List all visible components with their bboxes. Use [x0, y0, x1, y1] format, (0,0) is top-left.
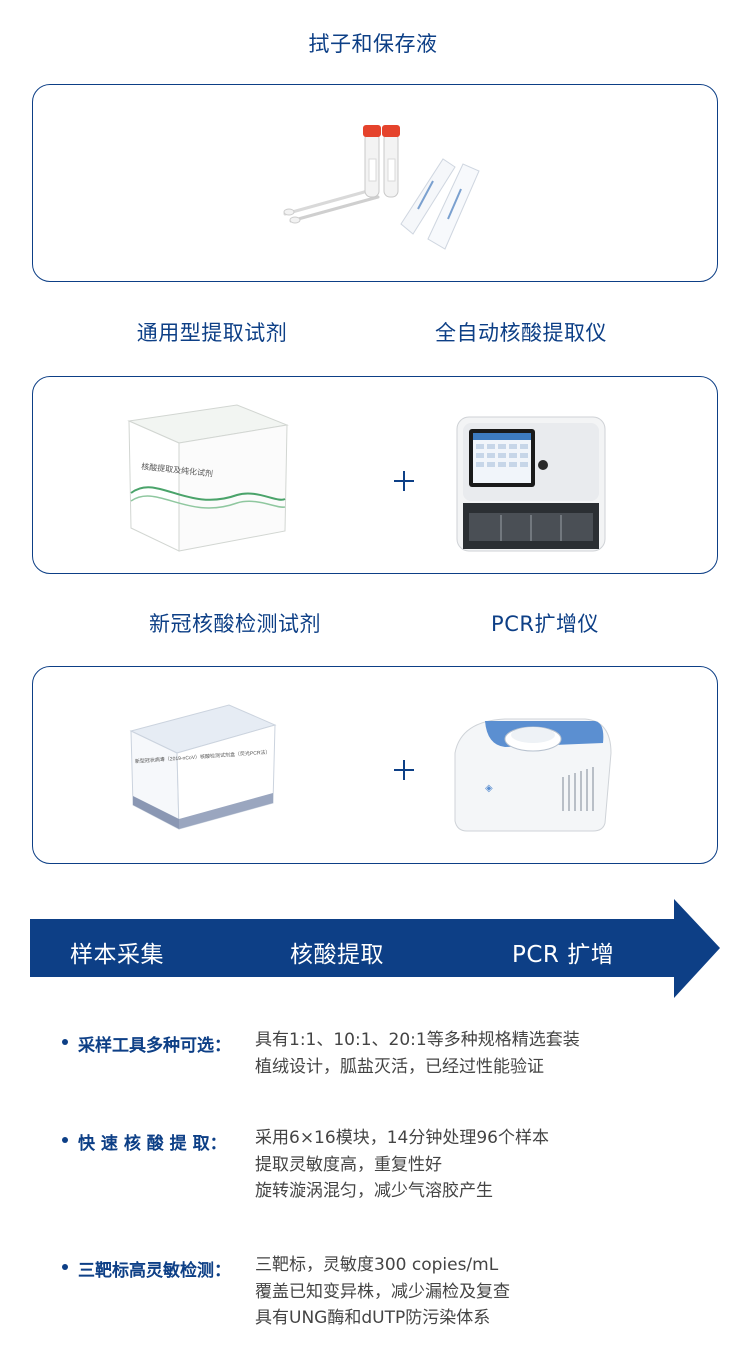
extraction-card: 核酸提取及纯化试剂	[32, 376, 718, 574]
svg-text:◈: ◈	[485, 783, 493, 794]
feature-line: 采用6×16模块，14分钟处理96个样本	[255, 1128, 549, 1148]
plus-icon	[391, 468, 417, 494]
feature-line: 旋转漩涡混匀，减少气溶胶产生	[255, 1181, 493, 1201]
nucleic-acid-extractor-image	[456, 416, 606, 552]
process-arrow-shape	[30, 899, 720, 998]
feature-line: 具有1:1、10:1、20:1等多种规格精选套装	[255, 1030, 580, 1050]
feature-label: 快 速 核 酸 提 取：	[78, 1134, 227, 1154]
detection-kit-box-image: 新型冠状病毒（2019-nCoV）核酸检测试剂盒（荧光PCR法）	[129, 704, 277, 830]
bullet-icon	[62, 1264, 68, 1270]
extraction-reagent-title: 通用型提取试剂	[136, 321, 288, 345]
feature-lines: 具有1:1、10:1、20:1等多种规格精选套装 植绒设计，胍盐灭活，已经过性能…	[255, 1027, 580, 1080]
feature-label: 三靶标高灵敏检测：	[78, 1261, 231, 1281]
feature-lines: 采用6×16模块，14分钟处理96个样本 提取灵敏度高，重复性好 旋转漩涡混匀，…	[255, 1125, 549, 1205]
swab-and-tube-image	[283, 125, 480, 250]
feature-line: 三靶标，灵敏度300 copies/mL	[255, 1255, 499, 1275]
feature-line: 植绒设计，胍盐灭活，已经过性能验证	[255, 1056, 544, 1077]
pcr-thermocycler-image: ◈	[454, 718, 612, 832]
extraction-reagent-box-image: 核酸提取及纯化试剂	[127, 404, 289, 552]
bullet-icon	[62, 1137, 68, 1143]
bullet-icon	[62, 1039, 68, 1045]
detection-card: 新型冠状病毒（2019-nCoV）核酸检测试剂盒（荧光PCR法） ◈	[32, 666, 718, 864]
feature-line: 提取灵敏度高，重复性好	[255, 1154, 442, 1175]
feature-line: 具有UNG酶和dUTP防污染体系	[255, 1308, 491, 1328]
swab-card	[32, 84, 718, 282]
process-arrow: 样本采集 核酸提取 PCR 扩增	[30, 899, 720, 998]
pcr-instrument-title: PCR扩增仪	[491, 612, 599, 636]
feature-line: 覆盖已知变异株，减少漏检及复查	[255, 1281, 510, 1302]
step-sample-collection: 样本采集	[70, 942, 164, 968]
feature-label: 采样工具多种可选：	[78, 1036, 231, 1056]
feature-lines: 三靶标，灵敏度300 copies/mL 覆盖已知变异株，减少漏检及复查 具有U…	[255, 1252, 510, 1332]
detection-kit-title: 新冠核酸检测试剂	[149, 612, 321, 636]
extractor-title: 全自动核酸提取仪	[435, 321, 607, 345]
swab-section-title: 拭子和保存液	[308, 32, 438, 56]
step-pcr-amplification: PCR 扩增	[512, 942, 615, 968]
step-nucleic-extraction: 核酸提取	[290, 942, 384, 968]
plus-icon	[391, 757, 417, 783]
